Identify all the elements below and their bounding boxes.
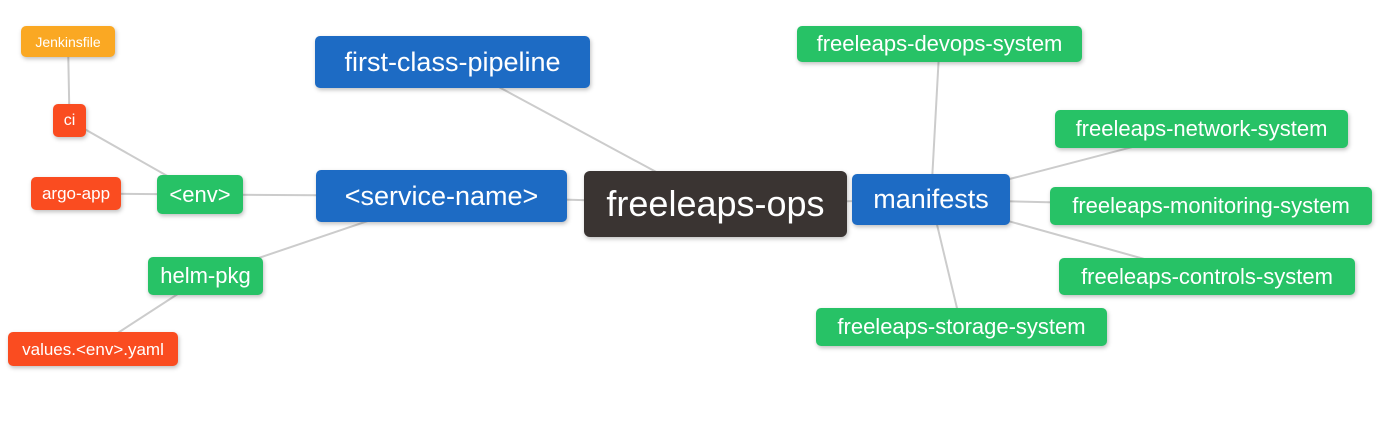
node-freeleaps-ops-root[interactable]: freeleaps-ops <box>584 171 847 237</box>
node-freeleaps-network-system[interactable]: freeleaps-network-system <box>1055 110 1348 148</box>
node-helm-pkg[interactable]: helm-pkg <box>148 257 263 295</box>
node-argo-app[interactable]: argo-app <box>31 177 121 210</box>
node-freeleaps-storage-system[interactable]: freeleaps-storage-system <box>816 308 1107 346</box>
node-freeleaps-monitoring-system[interactable]: freeleaps-monitoring-system <box>1050 187 1372 225</box>
node-freeleaps-devops-system[interactable]: freeleaps-devops-system <box>797 26 1082 62</box>
node-env[interactable]: <env> <box>157 175 243 214</box>
node-values-env-yaml[interactable]: values.<env>.yaml <box>8 332 178 366</box>
node-freeleaps-controls-system[interactable]: freeleaps-controls-system <box>1059 258 1355 295</box>
node-jenkinsfile[interactable]: Jenkinsfile <box>21 26 115 57</box>
node-first-class-pipeline[interactable]: first-class-pipeline <box>315 36 590 88</box>
node-manifests[interactable]: manifests <box>852 174 1010 225</box>
node-ci[interactable]: ci <box>53 104 86 137</box>
node-service-name[interactable]: <service-name> <box>316 170 567 222</box>
